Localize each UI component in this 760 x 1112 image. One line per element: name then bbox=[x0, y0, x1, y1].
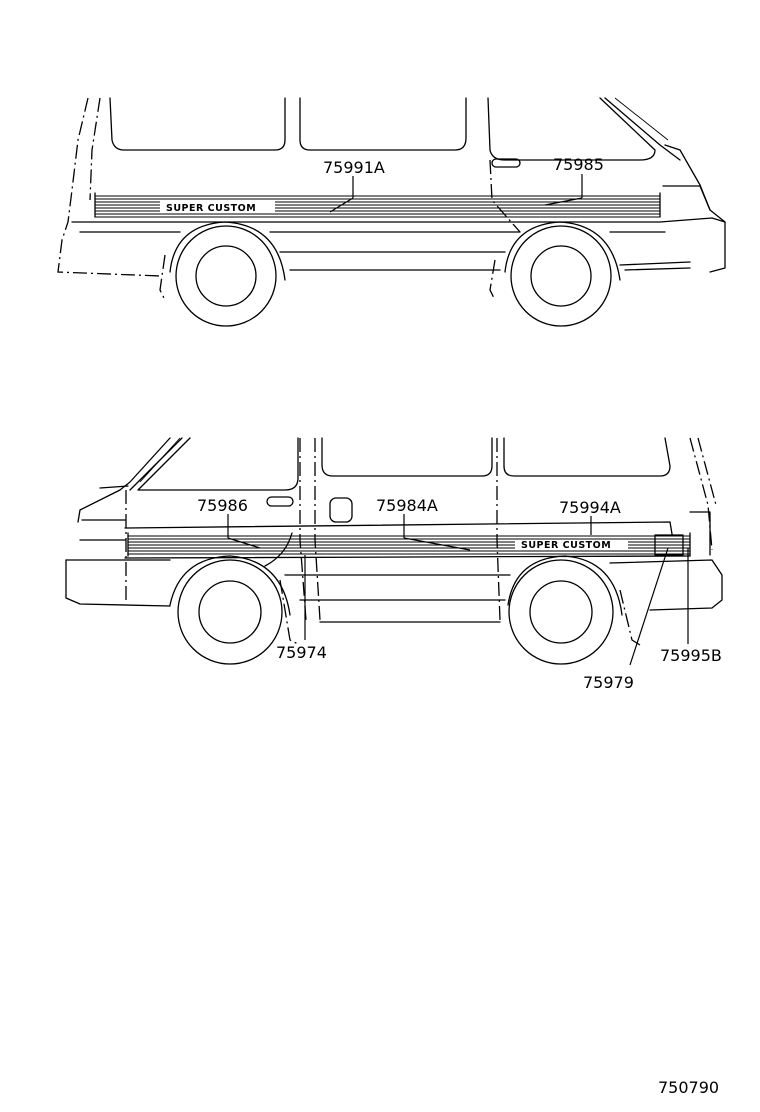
top-van-drawing: SUPER CUSTOM bbox=[57, 97, 726, 327]
callout-75991A: 75991A bbox=[323, 158, 385, 177]
bottom-rear-wheel bbox=[507, 555, 623, 665]
top-rear-wheel bbox=[504, 221, 621, 327]
callout-75986: 75986 bbox=[197, 496, 248, 515]
diagram-id: 750790 bbox=[658, 1078, 719, 1097]
callout-75979: 75979 bbox=[583, 673, 634, 692]
callout-75994A: 75994A bbox=[559, 498, 621, 517]
callout-75995B: 75995B bbox=[660, 646, 722, 665]
bottom-front-wheel bbox=[169, 555, 291, 665]
top-badge-text: SUPER CUSTOM bbox=[166, 203, 256, 214]
top-front-wheel bbox=[169, 221, 286, 327]
bottom-van-drawing: SUPER CUSTOM bbox=[65, 437, 723, 666]
callout-75974: 75974 bbox=[276, 643, 327, 662]
callout-75985: 75985 bbox=[553, 155, 604, 174]
callout-75984A: 75984A bbox=[376, 496, 438, 515]
bottom-badge-text: SUPER CUSTOM bbox=[521, 540, 611, 551]
top-stripe-band bbox=[94, 192, 661, 218]
